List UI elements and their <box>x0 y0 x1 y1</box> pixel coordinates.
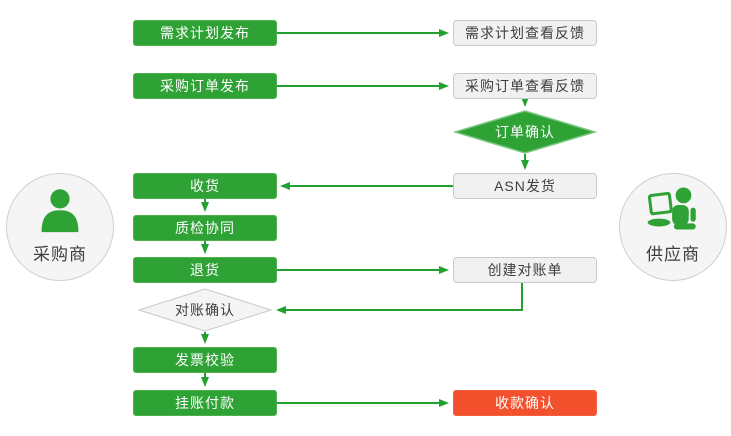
buyer-actor: 采购商 <box>6 173 114 281</box>
node-label: 采购订单发布 <box>160 78 250 94</box>
node-label: 收款确认 <box>495 395 555 411</box>
node-return-goods: 退货 <box>133 257 277 283</box>
node-demand-plan-publish: 需求计划发布 <box>133 20 277 46</box>
diamond-shape <box>453 110 597 154</box>
node-label: 创建对账单 <box>487 262 563 278</box>
buyer-label: 采购商 <box>33 245 87 264</box>
node-asn-shipment: ASN发货 <box>453 173 597 199</box>
diamond-shape <box>137 288 273 332</box>
node-receive-goods: 收货 <box>133 173 277 199</box>
node-quality-inspection: 质检协同 <box>133 215 277 241</box>
node-label: 发票校验 <box>175 352 235 368</box>
node-label: ASN发货 <box>494 178 556 194</box>
node-invoice-verification: 发票校验 <box>133 347 277 373</box>
node-label: 挂账付款 <box>175 395 235 411</box>
buyer-person-icon <box>41 189 79 233</box>
node-create-statement: 创建对账单 <box>453 257 597 283</box>
node-po-feedback: 采购订单查看反馈 <box>453 73 597 99</box>
node-label: 退货 <box>190 262 220 278</box>
decision-label: 订单确认 <box>495 124 555 140</box>
node-receipt-confirmation: 收款确认 <box>453 390 597 416</box>
node-label: 采购订单查看反馈 <box>465 78 585 94</box>
node-demand-plan-feedback: 需求计划查看反馈 <box>453 20 597 46</box>
decision-statement-confirmation: 对账确认 <box>137 288 273 332</box>
supplier-label: 供应商 <box>646 245 700 264</box>
node-payment-on-account: 挂账付款 <box>133 390 277 416</box>
node-label: 需求计划发布 <box>160 25 250 41</box>
node-po-publish: 采购订单发布 <box>133 73 277 99</box>
supplier-actor: 供应商 <box>619 173 727 281</box>
decision-label: 对账确认 <box>175 302 235 318</box>
decision-order-confirmation: 订单确认 <box>453 110 597 154</box>
node-label: 质检协同 <box>175 220 235 236</box>
node-label: 需求计划查看反馈 <box>465 25 585 41</box>
node-label: 收货 <box>190 178 220 194</box>
supplier-person-laptop-icon <box>647 187 696 230</box>
